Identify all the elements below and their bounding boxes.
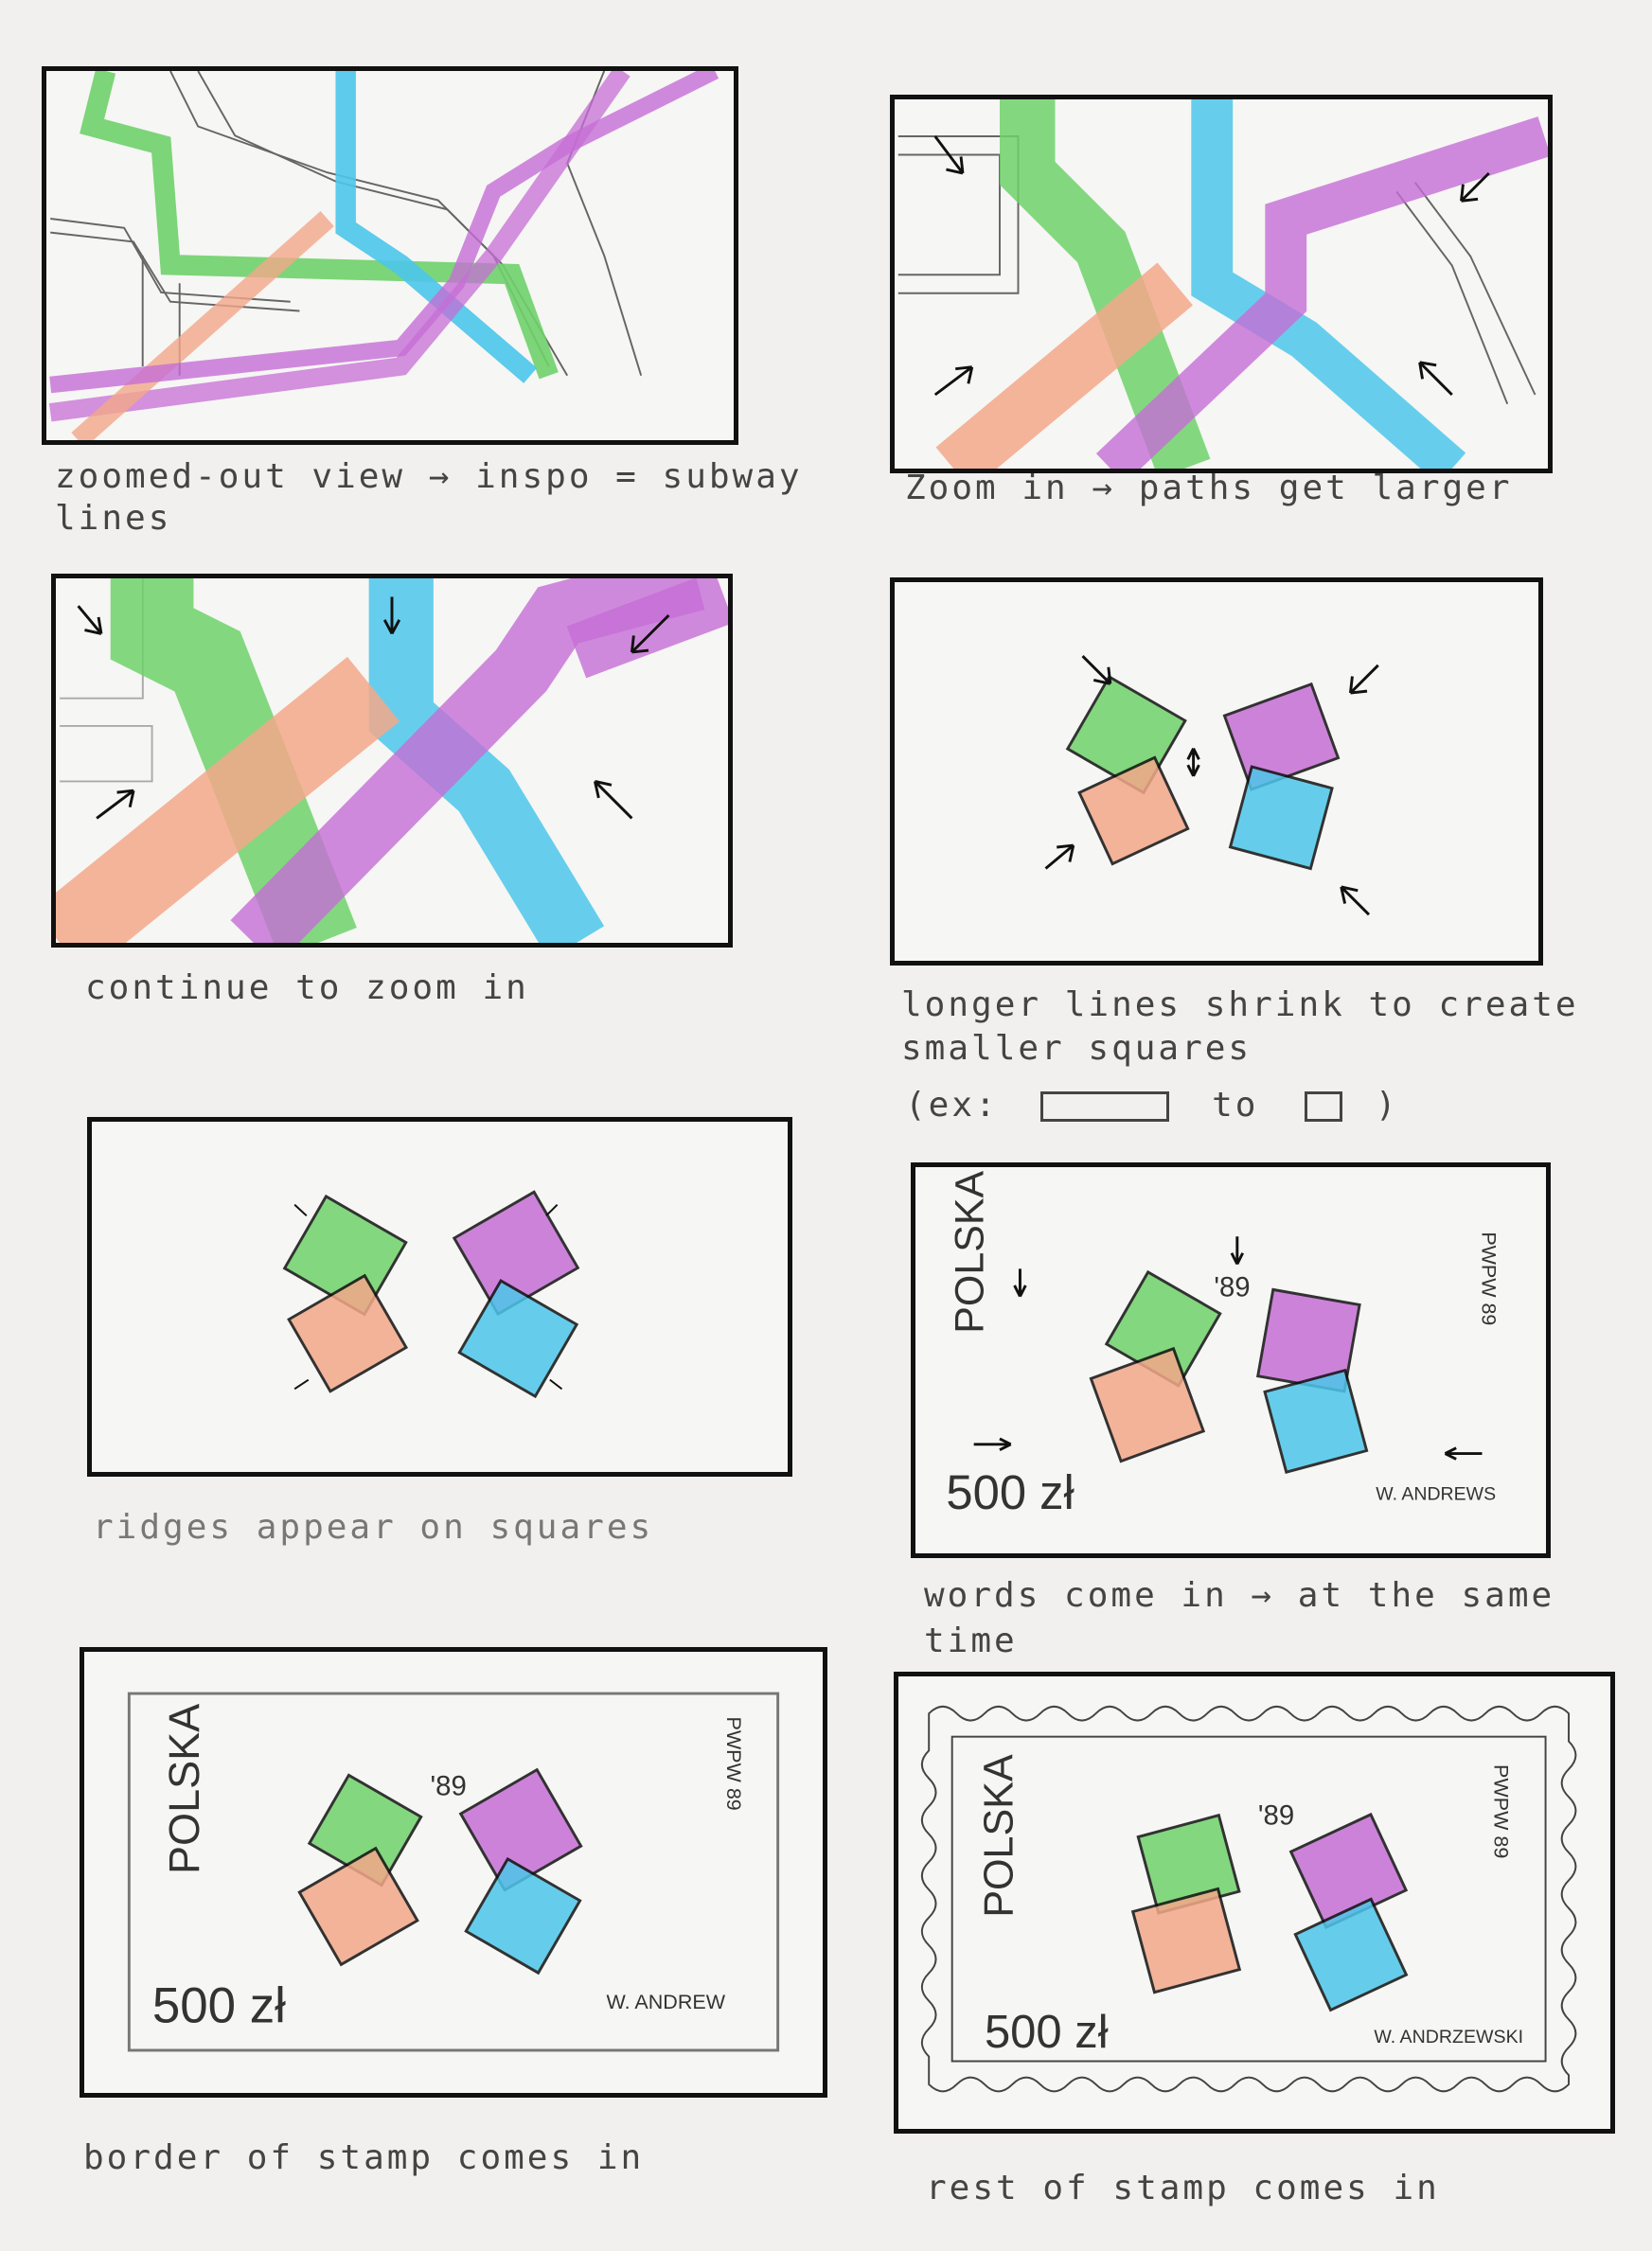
frame-2-zoom-in (890, 95, 1553, 473)
frame-4-caption-line2: smaller squares (901, 1029, 1252, 1068)
zoom-arrows (933, 135, 1490, 397)
stamp-side-text: PWPW 89 (1477, 1232, 1500, 1325)
frame-1-caption: zoomed-out view → inspo = subway (55, 457, 803, 496)
frame-2-caption: Zoom in → paths get larger (905, 469, 1513, 507)
stamp-value: 500 zł (152, 1978, 286, 2034)
word-arrows (973, 1236, 1483, 1461)
ridge-arrows (293, 1203, 563, 1391)
stamp-year: '89 (1214, 1272, 1250, 1303)
frame-4-squares-form (890, 577, 1543, 966)
stamp-year: '89 (1258, 1800, 1294, 1832)
stamp-side-text: PWPW 89 (1490, 1764, 1513, 1858)
example-to: to (1212, 1086, 1259, 1125)
example-close: ) (1375, 1086, 1399, 1125)
zoom-arrows (77, 596, 670, 820)
stamp-value: 500 zł (946, 1465, 1074, 1519)
frame-5-caption: ridges appear on squares (93, 1508, 654, 1547)
example-square (1305, 1091, 1343, 1122)
ridged-squares-sketch (282, 1190, 580, 1399)
frame-1-zoomed-out (42, 66, 738, 445)
frame-8-caption: rest of stamp comes in (926, 2169, 1440, 2207)
stamp-year: '89 (431, 1771, 467, 1802)
frame-7-border: POLSKA 500 zł '89 PWPW 89 W. ANDREW (80, 1647, 827, 2098)
zoomed-paths-sketch (897, 99, 1548, 469)
full-stamp-sketch: POLSKA 500 zł '89 PWPW 89 W. ANDRZEWSKI (920, 1705, 1577, 2093)
frame-8-full-stamp: POLSKA 500 zł '89 PWPW 89 W. ANDRZEWSKI (894, 1672, 1615, 2134)
frame-1-caption-line2: lines (55, 499, 172, 538)
stamp-words-sketch: POLSKA 500 zł '89 PWPW 89 W. ANDREWS (946, 1170, 1500, 1519)
example-open: (ex: (905, 1086, 999, 1125)
frame-3-continue-zoom (51, 574, 733, 948)
frame-6-caption: words come in → at the same (924, 1576, 1555, 1615)
stamp-border (127, 1692, 780, 2052)
example-long-rect (1040, 1091, 1170, 1122)
subway-map-sketch (48, 71, 719, 440)
stamp-country: POLSKA (160, 1704, 208, 1874)
closer-paths-sketch (56, 578, 728, 943)
forming-squares-sketch (1044, 655, 1379, 916)
stamp-perforated-edge (920, 1705, 1577, 2093)
stamp-side-text: PWPW 89 (722, 1717, 745, 1811)
stamp-border-sketch: POLSKA 500 zł '89 PWPW 89 W. ANDREW (127, 1692, 780, 2052)
frame-6-words: POLSKA 500 zł '89 PWPW 89 W. ANDREWS (911, 1162, 1551, 1558)
frame-4-caption-example: (ex: to ) (905, 1085, 1399, 1126)
frame-6-caption-line2: time (924, 1622, 1018, 1660)
frame-5-ridges (87, 1117, 792, 1477)
frame-7-caption: border of stamp comes in (83, 2138, 645, 2177)
frame-3-caption: continue to zoom in (85, 968, 529, 1007)
stamp-country: POLSKA (947, 1170, 992, 1333)
frame-4-caption: longer lines shrink to create (901, 985, 1579, 1024)
stamp-designer: W. ANDRZEWSKI (1374, 2027, 1523, 2047)
stamp-inner-frame (950, 1735, 1547, 2063)
stamp-designer: W. ANDREWS (1376, 1483, 1496, 1504)
shrink-arrows (1044, 655, 1379, 916)
stamp-designer: W. ANDREW (607, 1991, 726, 2013)
stamp-country: POLSKA (976, 1754, 1021, 1918)
stamp-value: 500 zł (985, 2007, 1109, 2058)
